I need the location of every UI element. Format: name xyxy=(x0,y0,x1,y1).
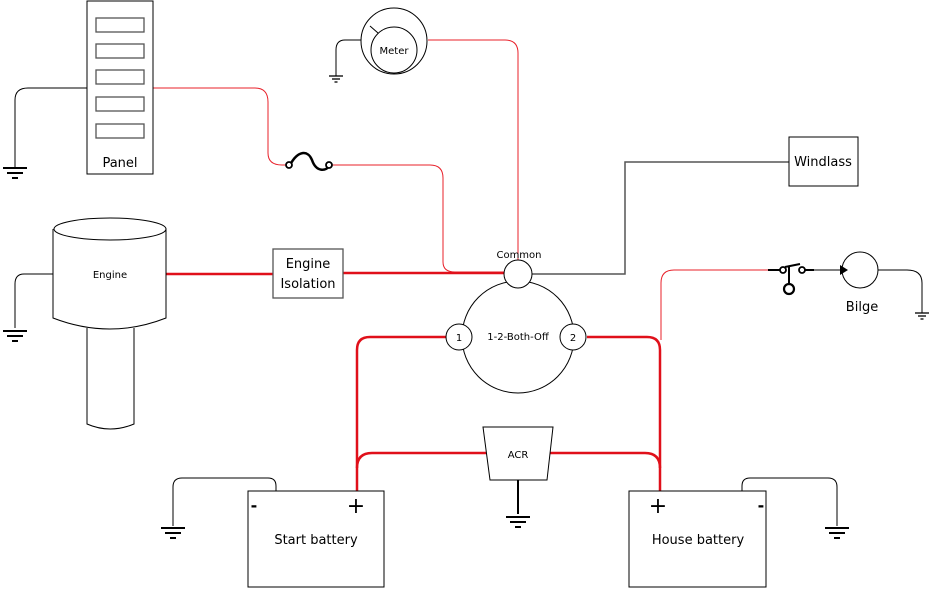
start-battery[interactable]: - + Start battery xyxy=(247,490,385,588)
meter-needle-icon xyxy=(369,25,379,34)
terminal-1[interactable]: 1 xyxy=(445,323,473,351)
house-battery-label: House battery xyxy=(652,533,745,548)
panel-breakers xyxy=(95,17,145,139)
panel-label: Panel xyxy=(102,156,137,171)
bilge-switch[interactable] xyxy=(768,263,814,296)
house-battery-neg: - xyxy=(758,496,765,515)
wire-house-bilgeswitch xyxy=(660,269,768,340)
ground-panel-icon xyxy=(3,167,27,179)
engine[interactable]: Engine xyxy=(52,217,167,430)
wires xyxy=(14,39,923,526)
wire-panel-fuse xyxy=(153,87,286,166)
ground-engine-icon xyxy=(3,330,27,342)
engine-label: Engine xyxy=(93,270,127,281)
ground-acr-icon xyxy=(506,516,530,528)
terminal-2[interactable]: 2 xyxy=(559,323,587,351)
engine-body xyxy=(52,229,167,330)
breaker[interactable] xyxy=(95,17,145,33)
engine-isolation-line1: Engine xyxy=(286,257,331,272)
acr[interactable]: ACR xyxy=(482,426,554,481)
windlass-label: Windlass xyxy=(794,155,852,170)
common-label: Common xyxy=(496,250,541,261)
meter-label: Meter xyxy=(380,46,410,57)
meter-face xyxy=(370,26,418,74)
wire-start-ground xyxy=(172,477,277,526)
engine-top xyxy=(53,217,167,241)
wire-meter-common xyxy=(428,39,519,262)
breaker[interactable] xyxy=(95,123,145,139)
terminal-1-label: 1 xyxy=(456,333,462,344)
fuse-icon xyxy=(288,151,332,171)
start-battery-label: Start battery xyxy=(274,533,358,548)
selector-switch[interactable]: 1-2-Both-Off Common 1 2 xyxy=(445,250,587,394)
acr-label: ACR xyxy=(508,450,529,461)
switch-lever-icon xyxy=(784,263,801,268)
terminal-common[interactable]: Common xyxy=(496,250,542,289)
wire-fuse-common xyxy=(330,164,505,273)
ground-house-battery-icon xyxy=(825,527,849,539)
wire-terminal2-house xyxy=(587,335,662,491)
selector-label: 1-2-Both-Off xyxy=(487,332,550,343)
engine-shaft xyxy=(86,328,135,430)
engine-isolation-line2: Isolation xyxy=(280,277,335,292)
bilge-pump[interactable]: Bilge xyxy=(840,251,879,315)
wire-engine-ground xyxy=(14,273,53,328)
wire-bilge-ground xyxy=(878,269,923,313)
start-battery-pos: + xyxy=(347,494,365,519)
ground-start-battery-icon xyxy=(161,527,185,539)
house-battery-pos: + xyxy=(649,494,667,519)
wire-panel-ground xyxy=(14,87,87,168)
float-icon xyxy=(782,282,796,296)
wire-house-ground xyxy=(741,477,838,526)
terminal-2-label: 2 xyxy=(570,333,576,344)
meter[interactable]: Meter xyxy=(360,7,428,75)
windlass[interactable]: Windlass xyxy=(788,136,859,187)
wire-meter-ground xyxy=(335,39,361,76)
ground-meter-icon xyxy=(329,75,343,83)
breaker[interactable] xyxy=(95,43,145,59)
wire-windlass-common xyxy=(532,161,789,275)
breaker[interactable] xyxy=(95,69,145,85)
wire-acr-house xyxy=(549,451,662,469)
pump-arrow-icon xyxy=(840,265,848,275)
panel[interactable]: Panel xyxy=(86,0,154,175)
house-battery[interactable]: + - House battery xyxy=(628,490,767,588)
ground-bilge-icon xyxy=(915,312,929,320)
breaker[interactable] xyxy=(95,96,145,112)
wire-start-acr xyxy=(355,451,486,469)
engine-isolation[interactable]: Engine Isolation xyxy=(272,248,344,299)
wire-terminal1-start xyxy=(355,335,446,491)
start-battery-neg: - xyxy=(251,496,258,515)
fuse[interactable] xyxy=(285,151,333,171)
bilge-label: Bilge xyxy=(846,300,878,315)
